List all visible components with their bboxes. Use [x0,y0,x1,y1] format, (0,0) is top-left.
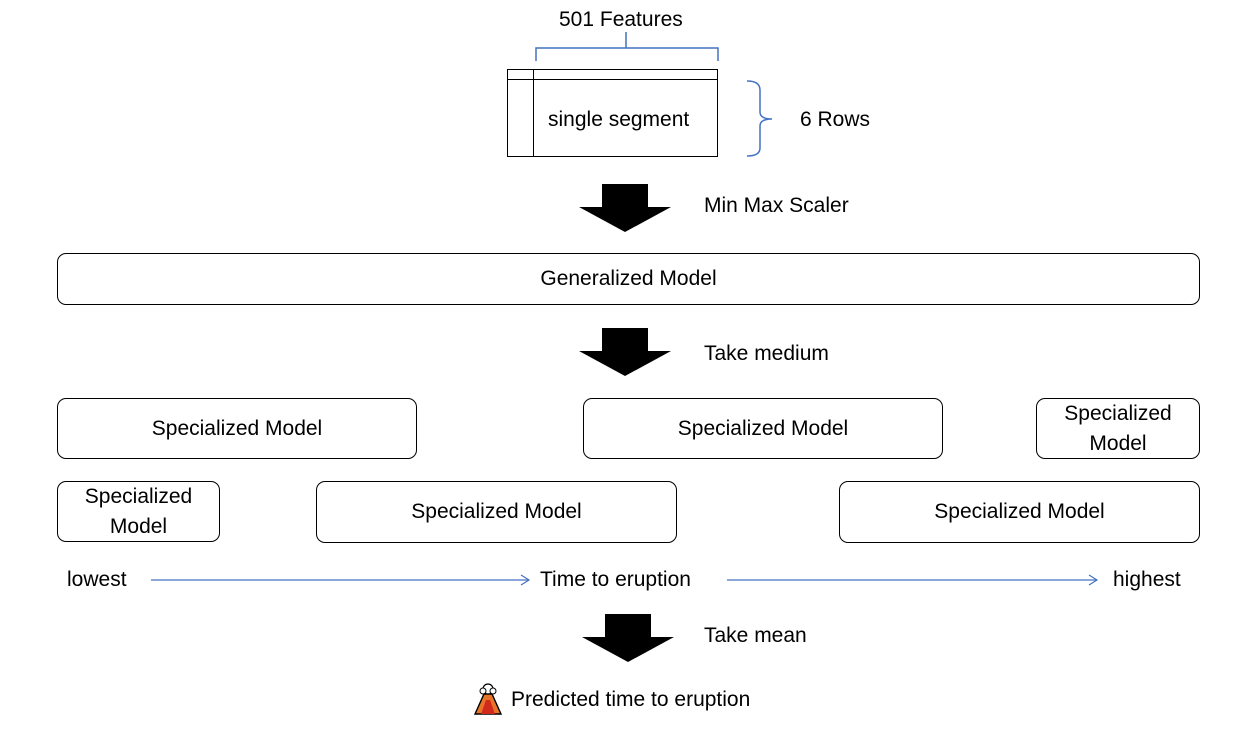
features-bracket [535,32,719,61]
rows-bracket [746,80,773,157]
specialized-model-box: Specialized Model [583,398,943,459]
specialized-model-label: Specialized Model [934,500,1105,523]
axis-arrow-right [727,574,1099,586]
specialized-model-label: Specialized Model [677,416,849,440]
rows-label: 6 Rows [800,108,871,131]
specialized-model-box: Specialized Model [57,481,220,542]
specialized-model-label: Specialized Model [1064,401,1172,455]
specialized-model-box: Specialized Model [316,481,677,543]
specialized-model-box: Specialized Model [839,481,1200,543]
segment-header-line [508,79,717,80]
segment-table: single segment [507,69,718,157]
axis-low-label: lowest [67,568,127,591]
segment-label: single segment [548,108,690,131]
down-arrow-scaler [579,184,671,232]
volcano-icon [473,683,503,715]
specialized-model-box: Specialized Model [1036,398,1200,459]
segment-index-line [533,70,534,156]
specialized-model-box: Specialized Model [57,398,417,459]
axis-mid-label: Time to eruption [540,568,691,591]
specialized-model-label: Specialized Model [84,484,193,538]
down-arrow-medium [579,328,671,376]
medium-label: Take medium [704,342,829,365]
features-label: 501 Features [559,8,683,31]
axis-high-label: highest [1113,568,1181,591]
down-arrow-mean [582,614,674,662]
specialized-model-label: Specialized Model [151,416,323,440]
scaler-label: Min Max Scaler [704,194,849,217]
generalized-model-box: Generalized Model [57,253,1200,305]
specialized-model-label: Specialized Model [411,500,582,523]
output-label: Predicted time to eruption [511,688,751,711]
axis-arrow-left [151,574,531,586]
mean-label: Take mean [704,624,807,647]
generalized-model-label: Generalized Model [540,267,717,290]
